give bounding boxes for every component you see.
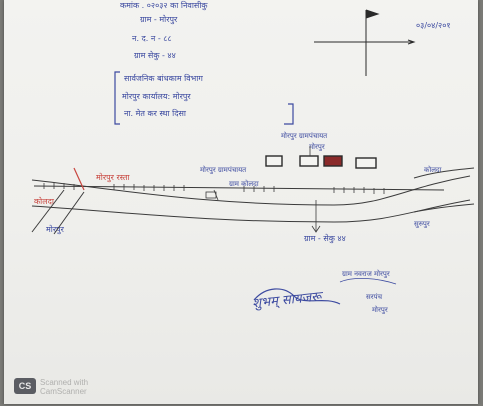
signatory-line-2: सरपंच [366, 293, 383, 301]
below-road-label: ग्राम - सेकु ४४ [304, 234, 346, 243]
scanned-document-page: कमांक . ०२०३२ का निवासीकु ग्राम - मोरपुर… [4, 0, 478, 404]
building-boxes [265, 155, 377, 169]
header-line-4: ग्राम सेकु - ४४ [134, 51, 176, 60]
signatory-title: ग्राम नवराज मोरपुर [342, 270, 390, 278]
red-marker-line [73, 167, 85, 191]
signature-flourish [253, 288, 341, 305]
header-line-2: ग्राम - मोरपुर [140, 15, 178, 24]
mid-road-label-2: ग्राम कोलदा [229, 180, 259, 188]
camscanner-logo-icon: CS [14, 378, 36, 394]
building-label-2: मोरपुर [309, 143, 325, 151]
header-line-1: कमांक . ०२०३२ का निवासीकु [120, 1, 208, 10]
site-sketch [31, 9, 475, 305]
north-arrow-icon [314, 9, 416, 76]
red-road-label: मोरपुर रस्ता [96, 173, 130, 182]
header-date: ०३/०४/२०१ [416, 21, 451, 30]
watermark-line-1: Scanned with [40, 378, 89, 387]
header-line-3: न. द. न - ८८ [132, 34, 172, 43]
left-bottom-label: मोरपुर [46, 225, 64, 234]
railway-track [33, 183, 445, 194]
red-far-left-label: कोलदा [34, 197, 54, 206]
camscanner-watermark: Scanned with CamScanner [40, 378, 88, 396]
main-road [31, 175, 471, 235]
note-line-2: मोरपुर कार्यालय: मोरपुर [122, 92, 191, 101]
signatory-line-3: मोरपुर [372, 306, 388, 314]
right-top-label: कोलदा [424, 166, 442, 174]
note-bracket [114, 71, 294, 125]
side-roads [413, 167, 475, 213]
leader-lines [205, 146, 321, 233]
signature-underline [339, 278, 397, 285]
watermark-line-2: CamScanner [40, 387, 87, 396]
right-bottom-label: सुरुपुर [414, 220, 430, 228]
building-label: मोरपुर ग्रामपंचायत [281, 132, 328, 140]
note-line-1: सार्वजनिक बांधकाम विभाग [124, 74, 203, 83]
note-line-3: ना. मेत कर स्था दिसा [124, 109, 186, 118]
mid-road-label: मोरपुर ग्रामपंचायत [200, 166, 247, 174]
